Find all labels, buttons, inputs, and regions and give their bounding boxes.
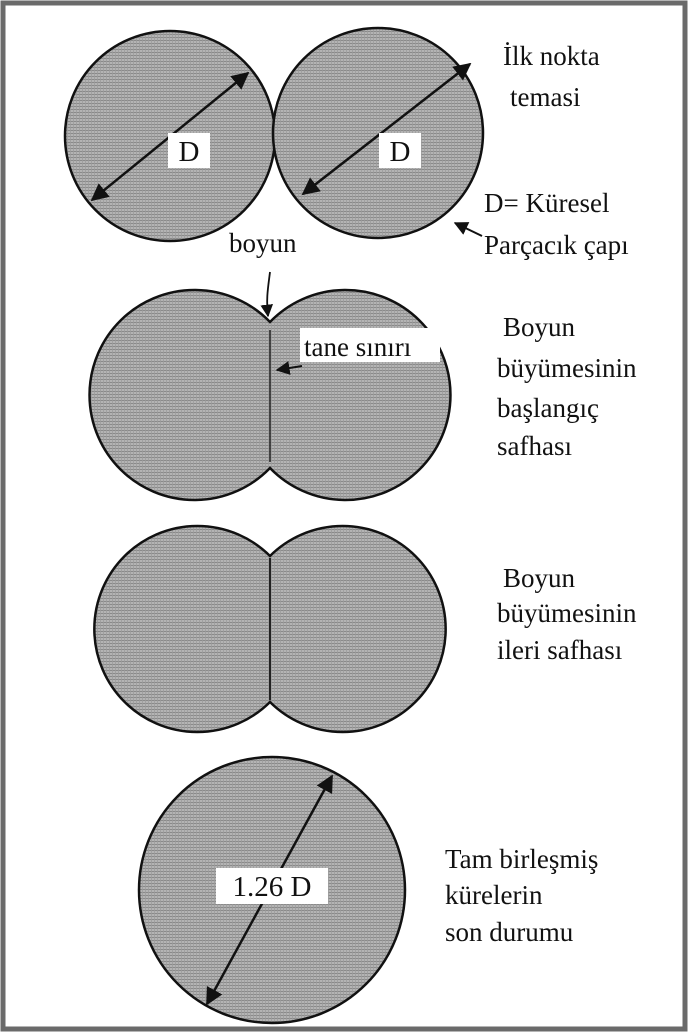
legend-pointer-arrow bbox=[455, 223, 482, 236]
stage-3-caption-line-3: ileri safhası bbox=[497, 635, 622, 665]
diameter-label-right: D bbox=[390, 136, 411, 168]
stage-2-caption-line-4: safhası bbox=[497, 431, 572, 461]
neck-label: boyun bbox=[229, 228, 297, 258]
stage-1-caption-line-2: temasi bbox=[510, 82, 580, 112]
stage-1-initial-contact: D D İlk nokta temasi D= Küresel Parçacık… bbox=[65, 28, 629, 260]
stage-2-caption-line-3: başlangıç bbox=[497, 393, 599, 423]
grain-boundary-label: tane sınırı bbox=[304, 332, 411, 362]
legend-line-2: Parçacık çapı bbox=[484, 230, 629, 260]
stage-4-caption-line-2: kürelerin bbox=[445, 880, 543, 910]
stage-3-caption-line-2: büyümesinin bbox=[497, 598, 637, 628]
stage-2-neck-start: tane sınırı Boyun büyümesinin başlangıç … bbox=[90, 272, 637, 500]
legend-line-1: D= Küresel bbox=[484, 188, 609, 218]
sphere-right bbox=[273, 28, 483, 238]
stage-4-fully-merged: 1.26 D Tam birleşmiş kürelerin son durum… bbox=[139, 757, 598, 1023]
stage-1-caption-line-1: İlk nokta bbox=[503, 41, 600, 71]
stage-4-caption-line-3: son durumu bbox=[445, 917, 574, 947]
stage-3-neck-advanced: Boyun büyümesinin ileri safhası bbox=[94, 526, 637, 732]
neck-pointer-arrow bbox=[267, 272, 270, 316]
stage-3-caption-line-1: Boyun bbox=[503, 563, 576, 593]
diameter-label-left: D bbox=[179, 136, 200, 168]
stage-2-caption-line-1: Boyun bbox=[503, 312, 576, 342]
merged-diameter-label: 1.26 D bbox=[233, 871, 312, 903]
stage-4-caption-line-1: Tam birleşmiş bbox=[445, 844, 598, 874]
stage-2-caption-line-2: büyümesinin bbox=[497, 353, 637, 383]
